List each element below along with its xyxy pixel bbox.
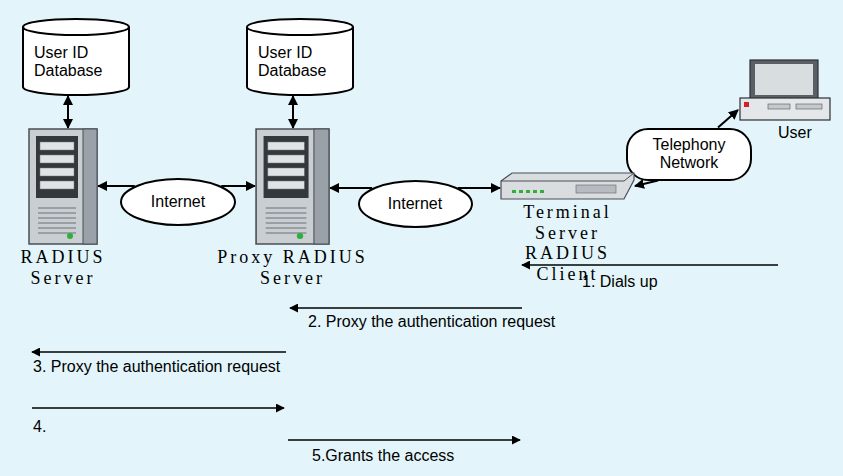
server-tower: RADIUS Server <box>28 128 98 245</box>
server-label: Proxy RADIUS Server <box>207 247 379 288</box>
server-label: Terminal Server RADIUS Client <box>493 202 643 285</box>
cylinder-body <box>247 19 353 95</box>
cylinder-rim <box>247 27 353 35</box>
drive-slot <box>768 104 790 109</box>
status-led <box>519 190 523 193</box>
link-arrow <box>718 110 738 128</box>
node-label: Telephony Network <box>628 136 750 173</box>
node-caption: RADIUS Server <box>7 247 119 288</box>
tower-side <box>83 129 97 244</box>
vent-slot <box>266 218 307 219</box>
status-led <box>540 190 544 193</box>
terminal-server: Terminal Server RADIUS Client <box>500 172 635 200</box>
link-arrow <box>292 96 294 128</box>
drive-bay <box>40 155 74 163</box>
node-caption: Proxy RADIUS Server <box>207 247 379 288</box>
sequence-arrow <box>32 407 284 409</box>
power-led <box>297 233 303 239</box>
monitor-screen <box>755 64 813 95</box>
status-led <box>512 190 516 193</box>
vent-slot <box>38 218 76 219</box>
ellipse-outline <box>121 179 235 225</box>
step-label: 5.Grants the access <box>312 447 454 465</box>
node-label: Internet <box>151 193 205 211</box>
status-led <box>526 190 530 193</box>
drive-bay <box>40 142 74 150</box>
vent-slot <box>38 228 76 229</box>
vent-slot <box>38 223 76 224</box>
step-label: 4. <box>33 418 46 436</box>
tower-side <box>314 129 329 244</box>
cylinder-body <box>23 19 129 95</box>
link-arrow <box>67 96 69 128</box>
power-led <box>67 233 73 239</box>
network-ellipse: Internet <box>120 178 236 226</box>
database-label: User ID Database <box>34 44 114 81</box>
database-cylinder: User ID Database <box>246 18 354 96</box>
user-computer: User <box>738 58 832 146</box>
device-body <box>501 173 634 199</box>
status-led <box>533 190 537 193</box>
drive-slot <box>796 104 822 109</box>
sequence-arrow <box>32 351 286 353</box>
server-label: RADIUS Server <box>7 247 119 288</box>
desktop-case <box>740 98 830 120</box>
link-arrow <box>98 185 135 187</box>
step-label: 2. Proxy the authentication request <box>308 313 555 331</box>
server-tower: Proxy RADIUS Server <box>255 128 330 245</box>
vent-slot <box>266 208 307 209</box>
link-arrow <box>458 187 500 189</box>
terminal-server-outline <box>500 172 635 200</box>
drive-bay <box>40 181 74 189</box>
server-tower-outline <box>255 128 330 245</box>
tower-front-panel <box>264 136 309 198</box>
sequence-arrow <box>290 307 522 309</box>
drive-bay <box>268 142 304 150</box>
drive-bay <box>268 168 304 176</box>
vent-slot <box>266 213 307 214</box>
network-cloud: Telephony Network <box>626 128 752 181</box>
step-label: 3. Proxy the authentication request <box>33 358 280 376</box>
monitor-frame <box>750 60 818 100</box>
link-arrow <box>221 185 255 187</box>
network-ellipse: Internet <box>358 180 473 228</box>
link-arrow <box>330 187 372 189</box>
cylinder-rim <box>23 27 129 35</box>
node-label: Internet <box>388 195 442 213</box>
step-label: 1. Dials up <box>582 273 658 291</box>
node-label: User <box>778 124 812 142</box>
link-arrow <box>635 181 658 187</box>
server-tower-outline <box>28 128 98 245</box>
tower-front-panel <box>36 136 78 198</box>
node-caption: Terminal Server RADIUS Client <box>493 202 643 285</box>
vent-slot <box>266 223 307 224</box>
database-label: User ID Database <box>258 44 338 81</box>
drive-bay <box>268 181 304 189</box>
sequence-arrow <box>288 439 520 441</box>
device-slot <box>576 185 616 193</box>
drive-bay <box>268 155 304 163</box>
power-button <box>744 102 749 107</box>
drive-bay <box>40 168 74 176</box>
device-edge <box>501 173 634 181</box>
tower-body <box>29 129 97 244</box>
ellipse-outline <box>359 181 472 227</box>
database-cylinder: User ID Database <box>22 18 130 96</box>
vent-slot <box>38 213 76 214</box>
tower-body <box>256 129 329 244</box>
vent-slot <box>38 208 76 209</box>
vent-slot <box>266 228 307 229</box>
